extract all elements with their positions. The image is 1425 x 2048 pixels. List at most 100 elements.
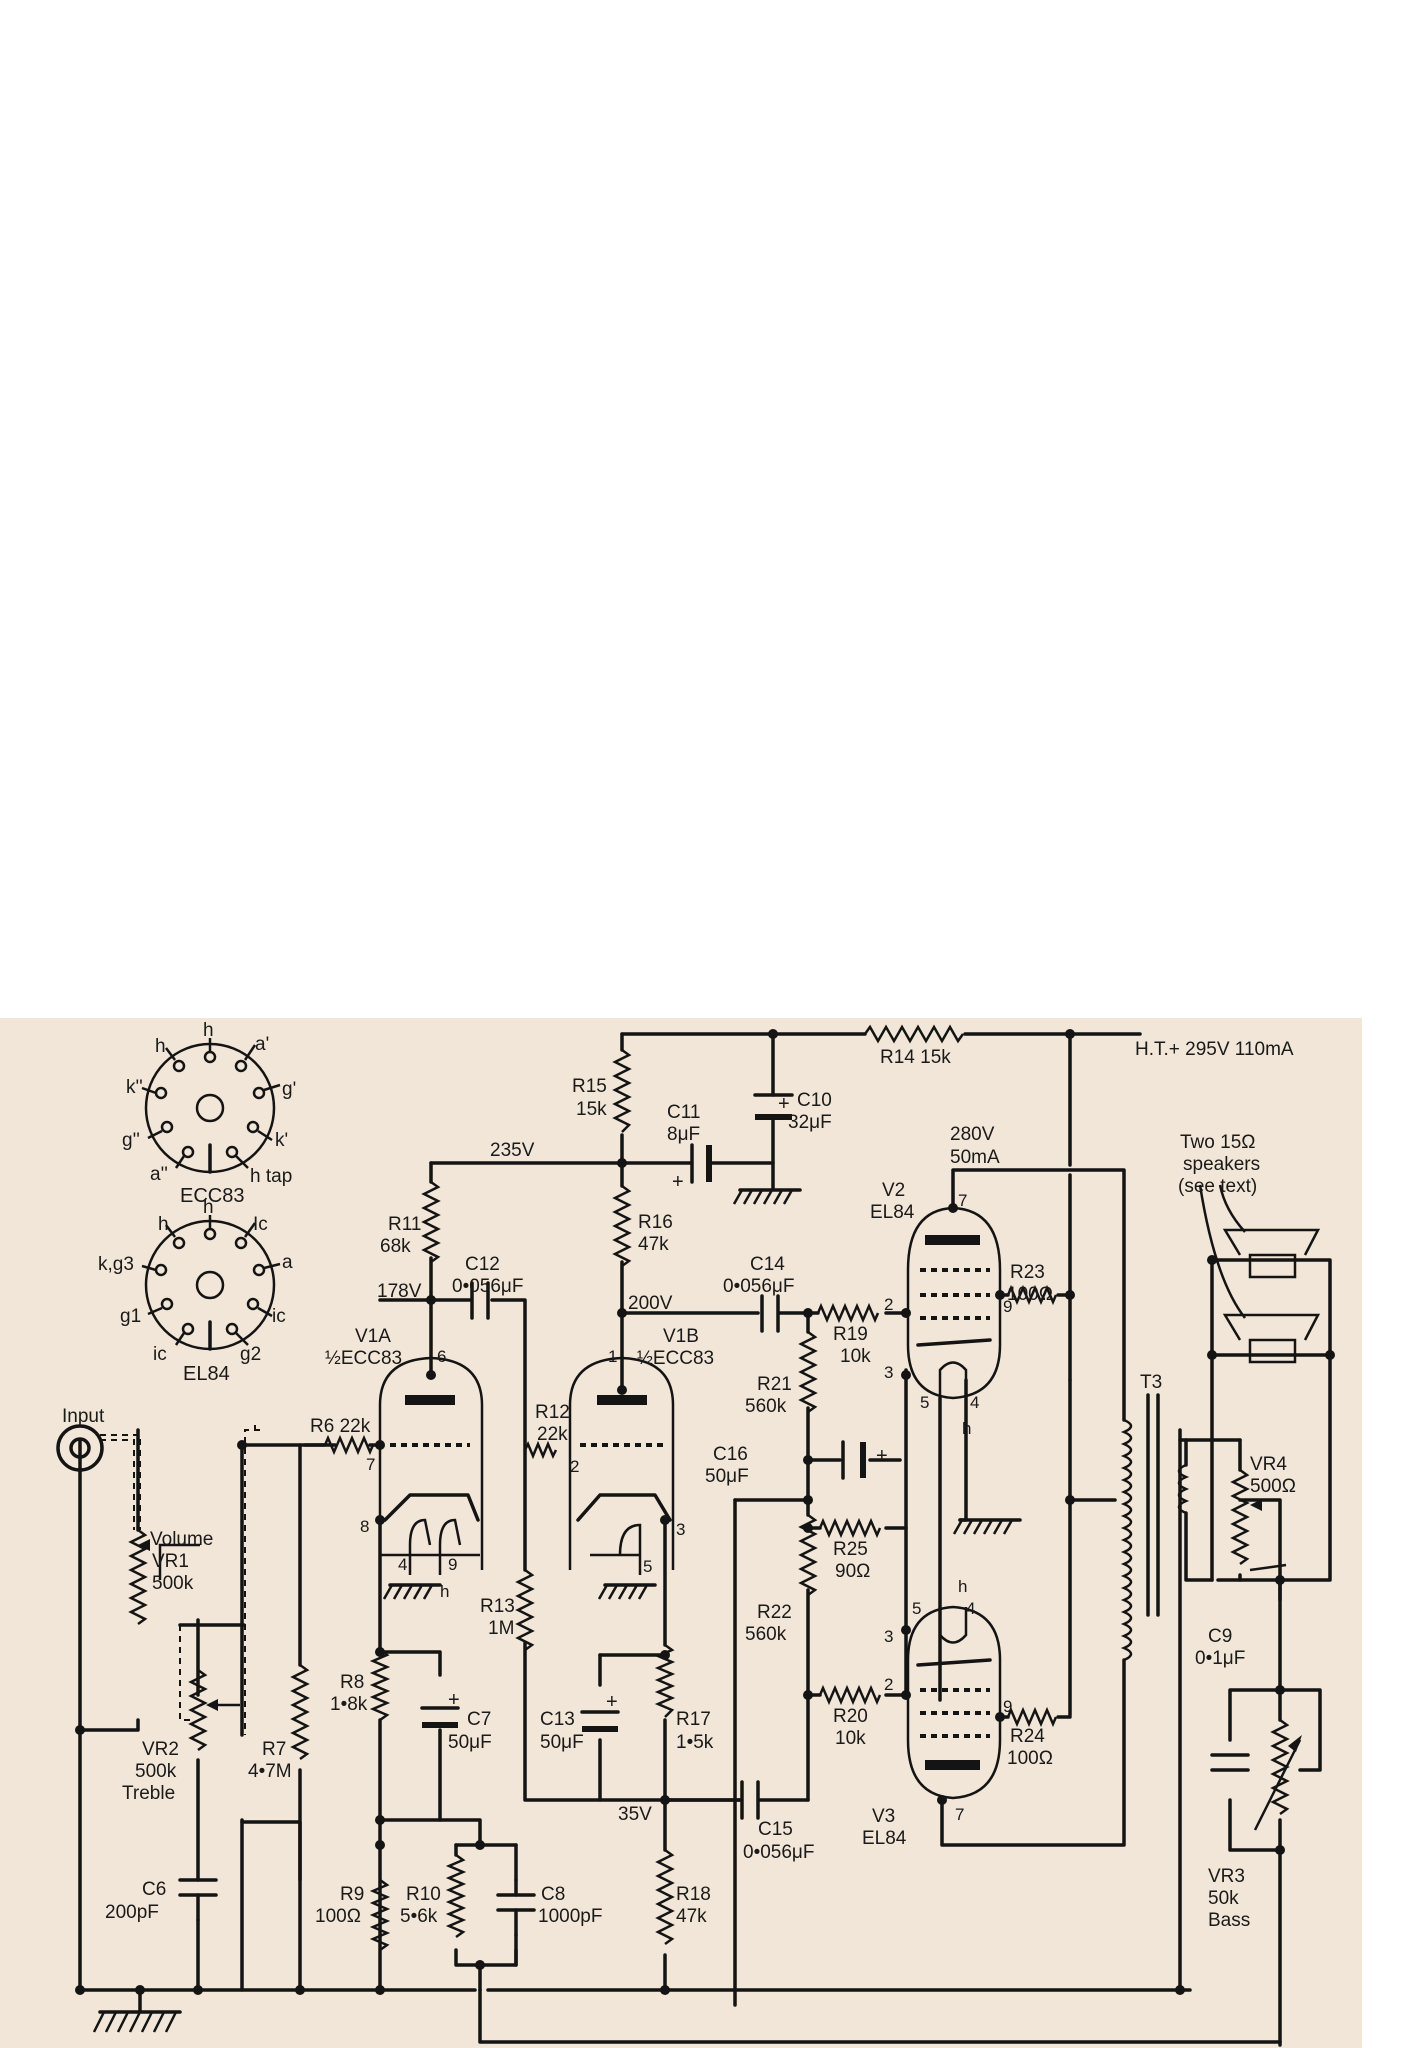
c9-ref: C9 [1208,1626,1232,1647]
pin-number: 9 [448,1555,457,1574]
resistors [128,1024,1302,1992]
v1b-envelope [568,1356,675,1575]
v1a-ref: V1A [355,1326,391,1347]
vr2-ref: VR2 [142,1739,179,1760]
r17-val: 1•5k [676,1732,714,1753]
v3-ref: V3 [872,1806,895,1827]
speakers-label: speakers [1183,1154,1260,1175]
ground-v1b [597,1583,657,1600]
ground-main [92,2010,182,2033]
r12-symbol [523,1440,558,1460]
r20-symbol [818,1684,882,1706]
r25-val: 90Ω [835,1561,870,1582]
speaker-arrow-1 [1218,1184,1246,1233]
c11-val: 8μF [667,1124,700,1145]
r23-val: 100Ω [1007,1284,1053,1305]
r18-val: 47k [676,1906,707,1927]
polarity-plus: + [448,1689,460,1711]
vr4-symbol [1230,1468,1250,1566]
c13-ref: C13 [540,1709,575,1730]
r23-ref: R23 [1010,1262,1045,1283]
r17-ref: R17 [676,1709,711,1730]
r21-symbol [798,1330,818,1414]
el84-pin-label: ic [153,1344,167,1365]
vr1-symbol [128,1528,148,1626]
vr4-ref: VR4 [1250,1454,1287,1475]
r17-symbol [654,1643,676,1718]
r12-ref: R12 [535,1402,570,1423]
r7-symbol [290,1663,310,1761]
r22-ref: R22 [757,1602,792,1623]
pin-number: 5 [912,1599,921,1618]
r16-val: 47k [638,1234,669,1255]
c8-val: 1000pF [538,1906,602,1927]
r10-symbol [445,1853,467,1939]
c6-symbol [178,1878,218,1897]
r10-val: 5•6k [400,1906,438,1927]
c10-symbol [753,1093,794,1120]
c10-val: 32μF [788,1112,832,1133]
v2-supply-voltage: 280V [950,1124,995,1145]
pin-number: 2 [884,1675,893,1694]
r16-symbol [612,1184,632,1268]
c9-val: 0•1μF [1195,1648,1245,1669]
pin-number: 3 [884,1363,893,1382]
ecc83-pin-label: g'' [122,1130,140,1151]
valves [56,1184,1321,1800]
r11-val: 68k [380,1236,411,1257]
r22-val: 560k [745,1624,787,1645]
c14-ref: C14 [750,1254,785,1275]
vr1-ref: VR1 [152,1551,189,1572]
el84-pin-label: h [203,1197,214,1218]
r20-val: 10k [835,1728,866,1749]
ecc83-base-title: ECC83 [180,1185,244,1207]
ecc83-pin-label: k'' [126,1077,143,1098]
voltage-35: 35V [618,1804,652,1825]
r7-val: 4•7M [248,1761,292,1782]
ecc83-pin-label: g' [282,1079,296,1100]
pin-number: 4 [398,1555,407,1574]
pin-number: 6 [437,1347,446,1366]
vr1-val: 500k [152,1573,194,1594]
ecc83-pin-label: a' [255,1034,269,1055]
pin-number: 1 [608,1347,617,1366]
ecc83-pin-label: h [203,1020,214,1041]
v1b-type: ½ECC83 [637,1348,714,1369]
r19-val: 10k [840,1346,871,1367]
labels: h h a' g' k' h tap a'' g'' k'' ECC83 h h… [62,1020,1296,1931]
c6-val: 200pF [105,1902,159,1923]
r13-ref: R13 [480,1596,515,1617]
r14-symbol [863,1024,965,1044]
polarity-plus: + [876,1445,888,1467]
r8-ref: R8 [340,1672,364,1693]
polarity-plus: + [672,1171,684,1193]
pin-number: 9 [1003,1697,1012,1716]
vr2-symbol [188,1668,208,1752]
el84-pin-label: ic [272,1306,286,1327]
r13-symbol [515,1568,535,1652]
r19-symbol [816,1302,880,1324]
capacitors [178,1093,1250,1937]
ecc83-pin-label: a'' [150,1164,168,1185]
voltage-235: 235V [490,1140,535,1161]
r9-symbol [369,1878,391,1952]
r15-val: 15k [576,1099,607,1120]
voltage-200: 200V [628,1293,673,1314]
vr1-name: Volume [150,1529,213,1550]
r18-symbol [655,1848,675,1946]
c10-ref: C10 [797,1090,832,1111]
vr3-name: Bass [1208,1910,1250,1931]
pin-number: 9 [1003,1297,1012,1316]
v3-type: EL84 [862,1828,907,1849]
r25-ref: R25 [833,1539,868,1560]
r16-ref: R16 [638,1212,673,1233]
r19-ref: R19 [833,1324,868,1345]
polarity-plus: + [778,1093,790,1115]
r15-ref: R15 [572,1076,607,1097]
junctions [75,1029,1335,1995]
pin-number: 5 [643,1557,652,1576]
pin-number: 7 [366,1455,375,1474]
c7-ref: C7 [467,1709,491,1730]
pin-number: 8 [360,1517,369,1536]
